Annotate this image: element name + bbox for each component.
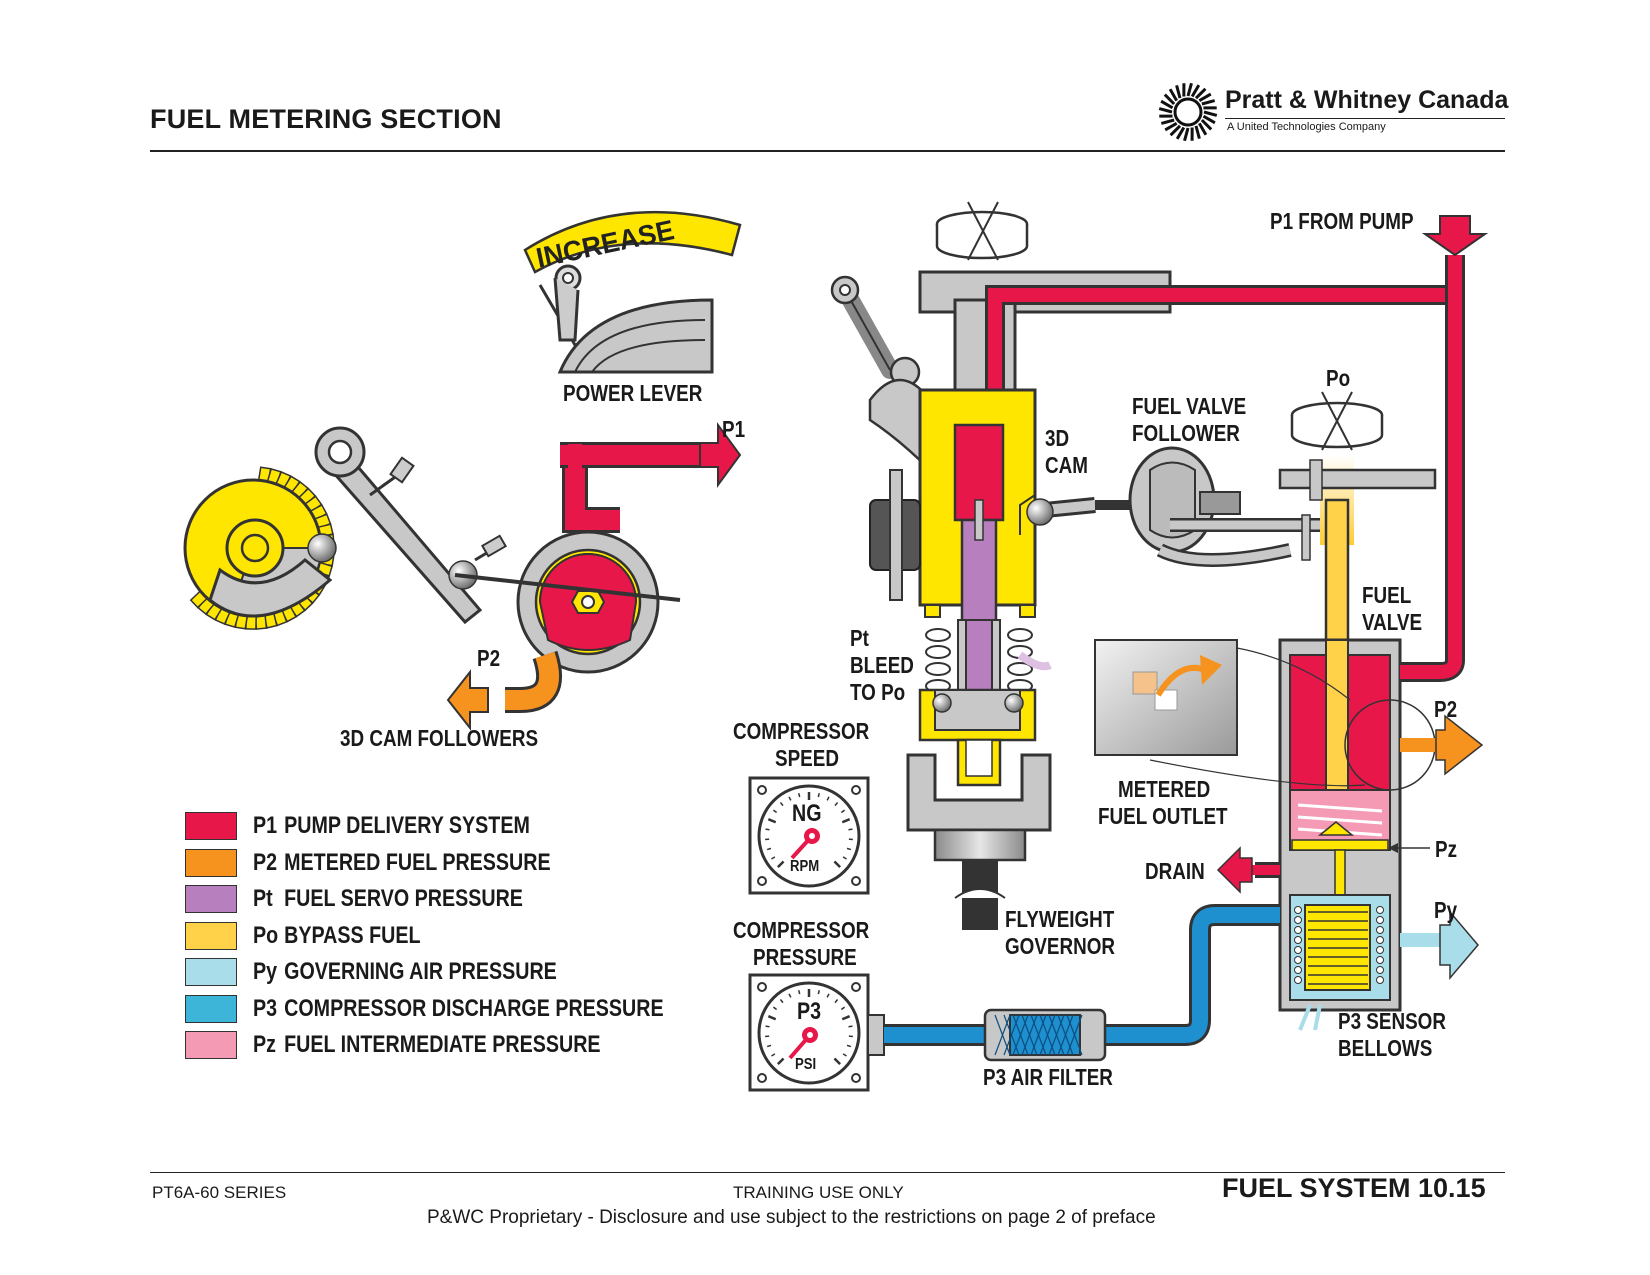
fuel-valve-label-2: VALVE <box>1362 609 1423 635</box>
p3-air-filter-label: P3 AIR FILTER <box>983 1064 1113 1090</box>
legend-swatch <box>185 812 237 840</box>
footer-series: PT6A-60 SERIES <box>152 1183 287 1202</box>
compressor-pressure-label-1: COMPRESSOR <box>733 917 870 943</box>
cam-followers-label: 3D CAM FOLLOWERS <box>340 725 539 751</box>
pwc-logo-icon <box>1158 82 1218 142</box>
legend-swatch <box>185 1031 237 1059</box>
ng-label: NG <box>792 800 822 827</box>
p3-gauge-label: P3 <box>797 998 822 1025</box>
pt-bleed-label-3: TO Po <box>850 679 906 705</box>
metered-outlet-inset <box>1094 639 1366 787</box>
drain-label: DRAIN <box>1145 858 1205 884</box>
power-lever-label: POWER LEVER <box>563 380 703 406</box>
cam-3d-label-2: CAM <box>1045 452 1088 478</box>
psi-label: PSI <box>795 1056 817 1073</box>
brand-divider <box>1225 118 1505 119</box>
p2-arrow-label: P2 <box>477 645 501 671</box>
legend-swatch <box>185 885 237 913</box>
legend-swatch <box>185 848 237 877</box>
po-label: Po <box>1326 365 1351 391</box>
legend-text: Pt FUEL SERVO PRESSURE <box>253 885 523 913</box>
fuel-valve-follower-label-2: FOLLOWER <box>1132 420 1240 446</box>
legend-swatch <box>185 958 237 986</box>
p3-gauge <box>748 973 870 1092</box>
pz-label: Pz <box>1435 836 1458 862</box>
fuel-valve-label-1: FUEL <box>1362 582 1412 608</box>
legend-code: Pz <box>253 1031 276 1058</box>
legend-description: BYPASS FUEL <box>284 921 421 949</box>
page-title: FUEL METERING SECTION <box>150 104 502 134</box>
header-rule <box>150 150 1505 152</box>
legend-code: Po <box>253 921 279 949</box>
legend-code: Py <box>253 958 278 985</box>
legend-description: GOVERNING AIR PRESSURE <box>284 958 557 985</box>
brand-subtitle: A United Technologies Company <box>1227 121 1386 133</box>
pt-bleed-label-2: BLEED <box>850 652 914 678</box>
brand-name: Pratt & Whitney Canada <box>1225 86 1509 114</box>
footer-section: FUEL SYSTEM 10.15 <box>1222 1173 1486 1203</box>
legend-code: P1 <box>253 812 278 839</box>
p3-air-line <box>867 904 1280 1062</box>
increase-label: INCREASE <box>533 214 676 273</box>
legend-description: COMPRESSOR DISCHARGE PRESSURE <box>284 994 664 1022</box>
py-label: Py <box>1434 897 1458 923</box>
gear-mechanism <box>183 426 508 630</box>
ng-gauge <box>748 776 870 895</box>
p3-sensor-label-1: P3 SENSOR <box>1338 1008 1446 1034</box>
compressor-speed-label-1: COMPRESSOR <box>733 718 870 744</box>
p2-right-label: P2 <box>1434 696 1458 722</box>
flyweight-label-2: GOVERNOR <box>1005 933 1116 959</box>
fuel-valve-follower-label-1: FUEL VALVE <box>1132 393 1247 419</box>
pt-bleed-label-1: Pt <box>850 625 869 651</box>
p1-from-pump-label: P1 FROM PUMP <box>1270 208 1414 234</box>
footer-training: TRAINING USE ONLY <box>733 1183 904 1202</box>
flyweight-label-1: FLYWEIGHT <box>1005 906 1115 932</box>
power-lever <box>523 210 742 374</box>
footer-note: P&WC Proprietary - Disclosure and use su… <box>427 1207 1156 1228</box>
compressor-pressure-label-2: PRESSURE <box>753 944 857 970</box>
legend-code: P2 <box>253 848 278 876</box>
footer-rule <box>150 1172 1505 1173</box>
legend-text: Pz FUEL INTERMEDIATE PRESSURE <box>253 1031 601 1059</box>
rpm-label: RPM <box>790 858 820 875</box>
cam-column <box>830 201 1465 930</box>
legend-code: P3 <box>253 994 278 1022</box>
legend-description: FUEL INTERMEDIATE PRESSURE <box>284 1031 601 1058</box>
legend-description: PUMP DELIVERY SYSTEM <box>284 812 530 839</box>
cam-3d-label-1: 3D <box>1045 425 1070 451</box>
fuel-valve-assembly <box>1216 215 1489 1031</box>
legend-description: FUEL SERVO PRESSURE <box>284 885 523 912</box>
legend-code: Pt <box>253 885 273 912</box>
legend-swatch <box>185 994 237 1023</box>
metered-outlet-label-1: METERED <box>1118 776 1211 802</box>
legend-swatch <box>185 921 237 950</box>
p1-arrow-label: P1 <box>722 416 746 442</box>
metered-outlet-label-2: FUEL OUTLET <box>1098 803 1228 829</box>
compressor-speed-label-2: SPEED <box>775 745 839 771</box>
p3-sensor-label-2: BELLOWS <box>1338 1035 1433 1061</box>
round-metering-valve <box>446 421 742 731</box>
legend-description: METERED FUEL PRESSURE <box>284 848 551 876</box>
